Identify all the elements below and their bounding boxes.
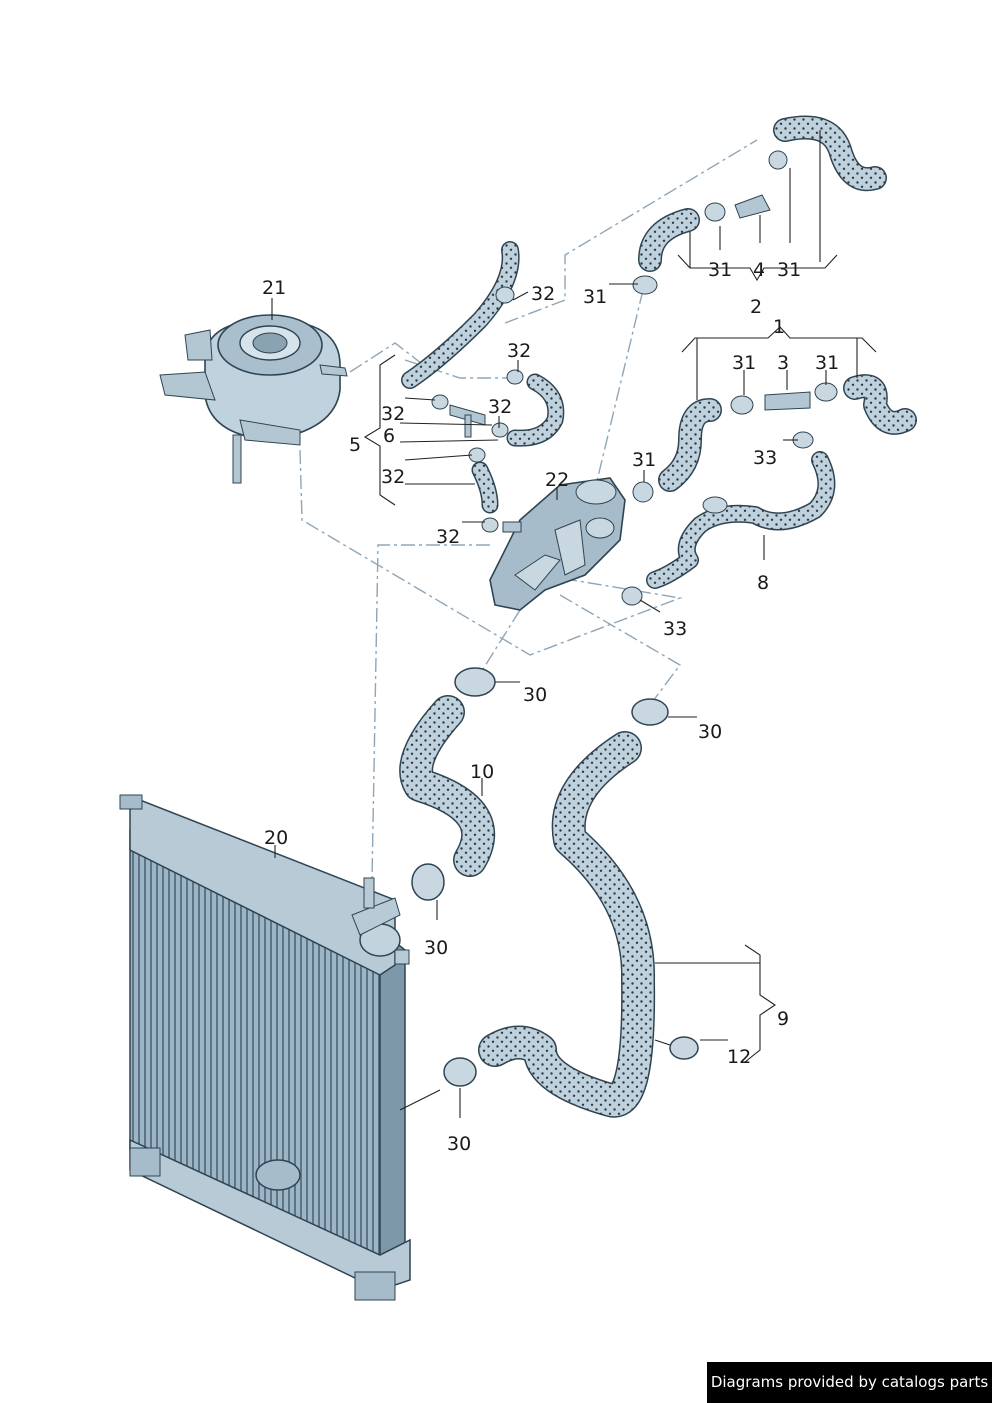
callout-32: 32 — [488, 396, 512, 418]
callout-3: 3 — [777, 352, 789, 374]
clamps — [411, 150, 838, 1087]
callout-32: 32 — [507, 340, 531, 362]
callout-31: 31 — [632, 449, 656, 471]
callout-33: 33 — [663, 618, 687, 640]
callout-32: 32 — [531, 283, 555, 305]
callout-30: 30 — [447, 1133, 471, 1155]
callout-30: 30 — [523, 684, 547, 706]
callout-31: 31 — [777, 259, 801, 281]
callout-32: 32 — [381, 403, 405, 425]
callout-5: 5 — [349, 434, 361, 456]
thermostat-housing — [489, 477, 626, 611]
callout-12: 12 — [727, 1046, 751, 1068]
callout-31: 31 — [732, 352, 756, 374]
callout-10: 10 — [470, 761, 494, 783]
callout-20: 20 — [264, 827, 288, 849]
leader-lines — [271, 130, 877, 1118]
callout-31: 31 — [815, 352, 839, 374]
hoses — [399, 115, 917, 1118]
radiator — [119, 794, 411, 1301]
callout-31: 31 — [583, 286, 607, 308]
callout-30: 30 — [698, 721, 722, 743]
callout-6: 6 — [383, 425, 395, 447]
flow-lines — [299, 139, 758, 881]
callout-22: 22 — [545, 469, 569, 491]
callouts: 21 32 32 32 32 32 32 5 6 22 31 31 31 31 … — [262, 259, 839, 1155]
callout-2: 2 — [750, 296, 762, 318]
callout-8: 8 — [757, 572, 769, 594]
callout-32: 32 — [436, 526, 460, 548]
callout-9: 9 — [777, 1008, 789, 1030]
footer-credit: Diagrams provided by catalogs parts — [707, 1362, 992, 1403]
callout-30: 30 — [424, 937, 448, 959]
callout-32: 32 — [381, 466, 405, 488]
callout-4: 4 — [753, 259, 765, 281]
callout-1: 1 — [773, 316, 785, 338]
expansion-tank — [159, 314, 348, 484]
callout-31: 31 — [708, 259, 732, 281]
callout-33: 33 — [753, 447, 777, 469]
callout-21: 21 — [262, 277, 286, 299]
